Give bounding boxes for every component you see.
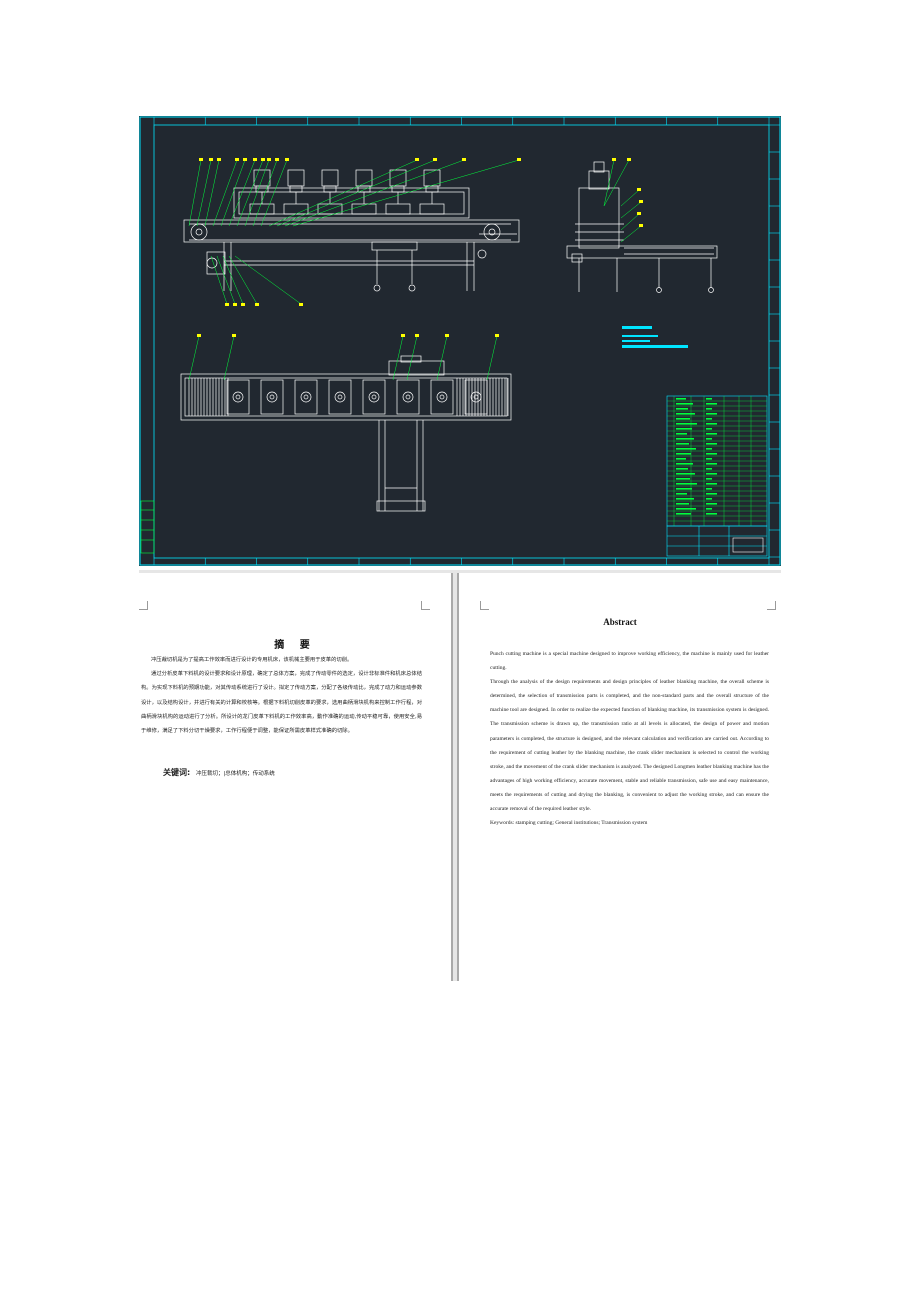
keywords-text: 冲压裁切；|总体机构；传动系统	[195, 771, 275, 777]
margin-mark	[139, 601, 148, 610]
chinese-abstract-body: 冲压裁切机是为了提高工作效率而进行设计的专用机床，该机械主要用于皮革的切削。 通…	[141, 653, 422, 738]
page-chinese-abstract: 摘 要 冲压裁切机是为了提高工作效率而进行设计的专用机床，该机械主要用于皮革的切…	[139, 573, 451, 981]
english-paragraph-2: Through the analysis of the design requi…	[490, 679, 769, 813]
page-gap	[451, 573, 459, 981]
front-view	[183, 169, 520, 292]
margin-mark	[421, 601, 430, 610]
chinese-paragraph-1: 冲压裁切机是为了提高工作效率而进行设计的专用机床，该机械主要用于皮革的切削。	[151, 657, 353, 663]
viewer-background	[139, 570, 781, 573]
chinese-keywords: 关键词: 冲压裁切；|总体机构；传动系统	[163, 767, 275, 778]
chinese-abstract-title: 摘 要	[274, 640, 316, 651]
english-keywords: Keywords: stamping cutting; General inst…	[490, 820, 648, 827]
chinese-paragraph-2: 通过分析皮革下料机的设计要求和设计原理，确定了总体方案，完成了传动零件的选定，设…	[141, 671, 422, 735]
top-view	[180, 355, 512, 512]
margin-mark	[480, 601, 489, 610]
revision-strip	[140, 500, 155, 554]
cad-drawing	[139, 116, 781, 566]
title-block	[666, 525, 768, 557]
assembly-drawing	[139, 116, 781, 566]
english-abstract-body: Punch cutting machine is a special machi…	[490, 647, 769, 830]
page-english-abstract: Abstract Punch cutting machine is a spec…	[459, 573, 781, 981]
english-abstract-title: Abstract	[603, 617, 637, 627]
english-paragraph-1: Punch cutting machine is a special machi…	[490, 651, 769, 672]
side-view	[566, 161, 718, 293]
page-shadow	[451, 573, 453, 981]
keywords-label: 关键词:	[163, 768, 191, 777]
technical-notes	[622, 326, 688, 348]
margin-mark	[767, 601, 776, 610]
parts-list-table	[666, 395, 768, 527]
page-shadow	[457, 573, 459, 981]
